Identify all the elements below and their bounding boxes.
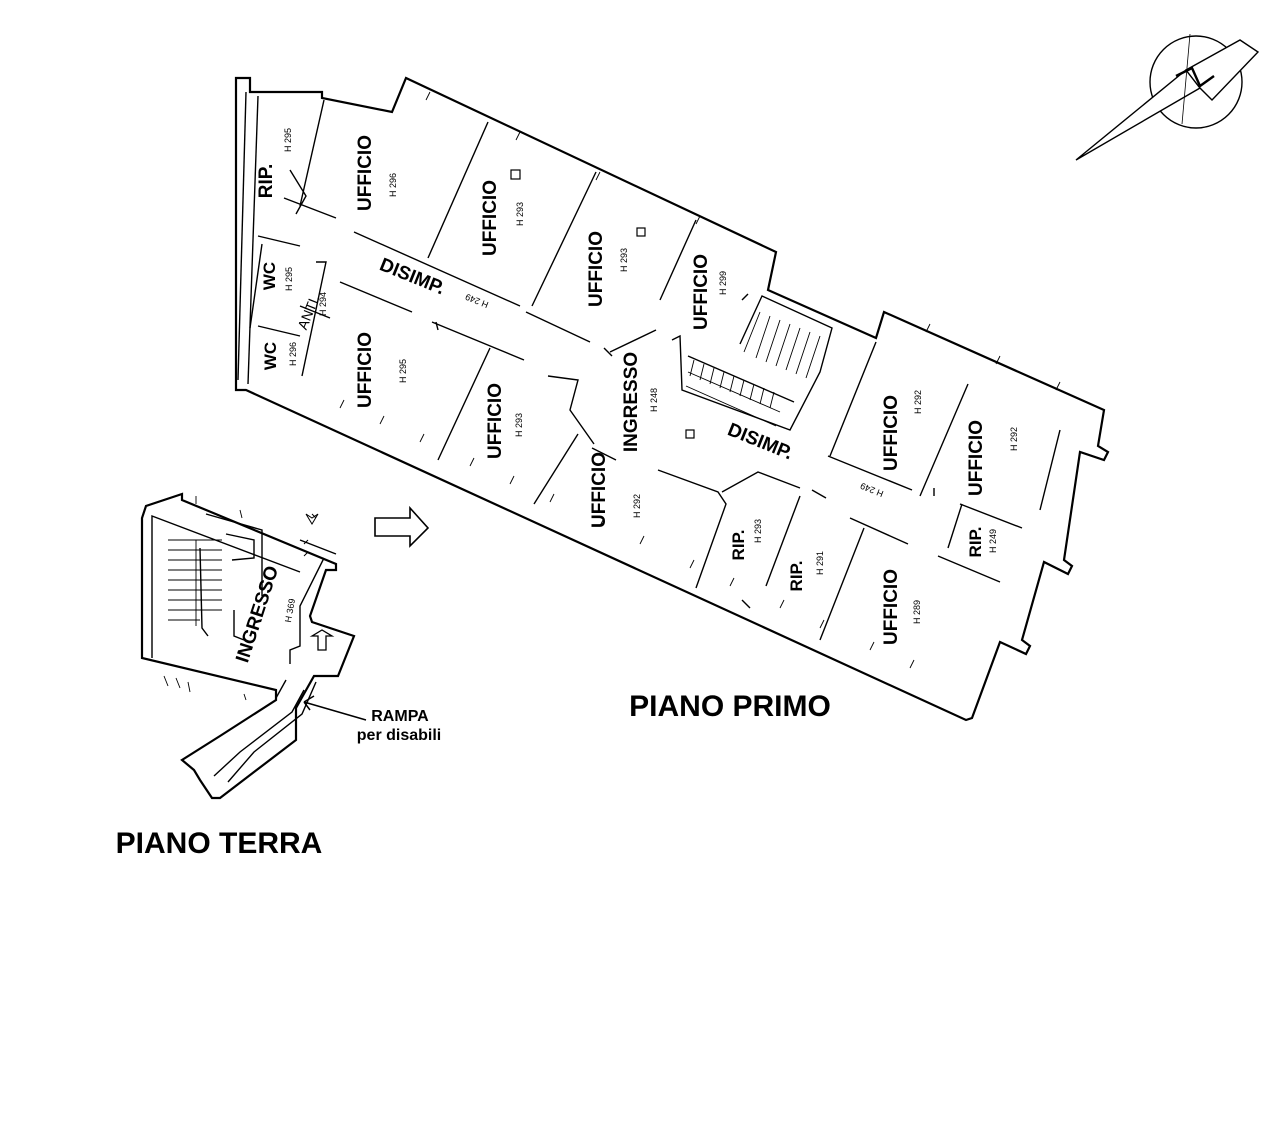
room-height: H 291 (815, 551, 825, 575)
room-label-rip: RIP. (787, 561, 806, 592)
floor-title-piano-primo: PIANO PRIMO (629, 690, 831, 723)
piano-primo-labels: RIP. H 295 UFFICIO H 296 UFFICIO H 293 U… (256, 128, 1019, 645)
piano-terra-labels: INGRESSO H 369 RAMPA per disabili (232, 563, 441, 744)
room-height: H 299 (718, 271, 728, 295)
direction-arrow-icon (374, 505, 430, 548)
room-label-disimp: DISIMP. (724, 419, 795, 464)
piano-terra-walls (140, 492, 356, 800)
room-height: H 293 (619, 248, 629, 272)
room-height: H 293 (514, 413, 524, 437)
room-label-ufficio: UFFICIO (586, 231, 607, 307)
room-height: H 295 (283, 128, 293, 152)
room-label-ufficio: UFFICIO (485, 383, 506, 459)
ramp-pointer-icon (303, 695, 367, 721)
room-height: H 296 (288, 342, 298, 366)
room-height: H 293 (515, 202, 525, 226)
room-label-disimp: DISIMP. (376, 254, 447, 299)
room-label-ufficio: UFFICIO (355, 332, 376, 408)
room-label-ingresso: INGRESSO (232, 563, 283, 665)
north-arrow-icon (1075, 33, 1260, 161)
room-label-wc: WC (260, 262, 279, 290)
stair-icon (685, 311, 821, 427)
room-height: H 249 (464, 292, 490, 310)
room-label-ufficio: UFFICIO (355, 135, 376, 211)
room-height: H 289 (912, 600, 922, 624)
room-label-rip: RIP. (256, 164, 277, 199)
room-label-wc: WC (261, 342, 280, 370)
room-label-ufficio: UFFICIO (589, 452, 610, 528)
room-height: H 296 (388, 173, 398, 197)
room-height: H 295 (398, 359, 408, 383)
room-label-ufficio: UFFICIO (480, 180, 501, 256)
room-height: H 369 (283, 598, 297, 623)
room-label-ingresso: INGRESSO (621, 352, 642, 452)
room-label-rip: RIP. (966, 527, 985, 558)
room-label-ufficio: UFFICIO (881, 395, 902, 471)
stair-icon (168, 539, 222, 626)
room-height: H 249 (859, 481, 885, 499)
room-height: H 295 (284, 267, 294, 291)
floor-title-piano-terra: PIANO TERRA (116, 827, 323, 860)
ramp-label-line2: per disabili (357, 727, 441, 744)
ramp-label-line1: RAMPA (371, 708, 429, 725)
room-height: H 248 (649, 388, 659, 412)
room-label-rip: RIP. (729, 530, 748, 561)
piano-primo-walls (234, 76, 1110, 722)
room-label-ufficio: UFFICIO (881, 569, 902, 645)
room-height: H 294 (318, 292, 328, 316)
room-height: H 293 (753, 519, 763, 543)
room-height: H 292 (632, 494, 642, 518)
room-height: H 292 (1009, 427, 1019, 451)
room-label-ufficio: UFFICIO (691, 254, 712, 330)
room-label-ufficio: UFFICIO (966, 420, 987, 496)
room-height: H 249 (988, 529, 998, 553)
room-height: H 292 (913, 390, 923, 414)
piano-primo-interior (249, 99, 1061, 641)
